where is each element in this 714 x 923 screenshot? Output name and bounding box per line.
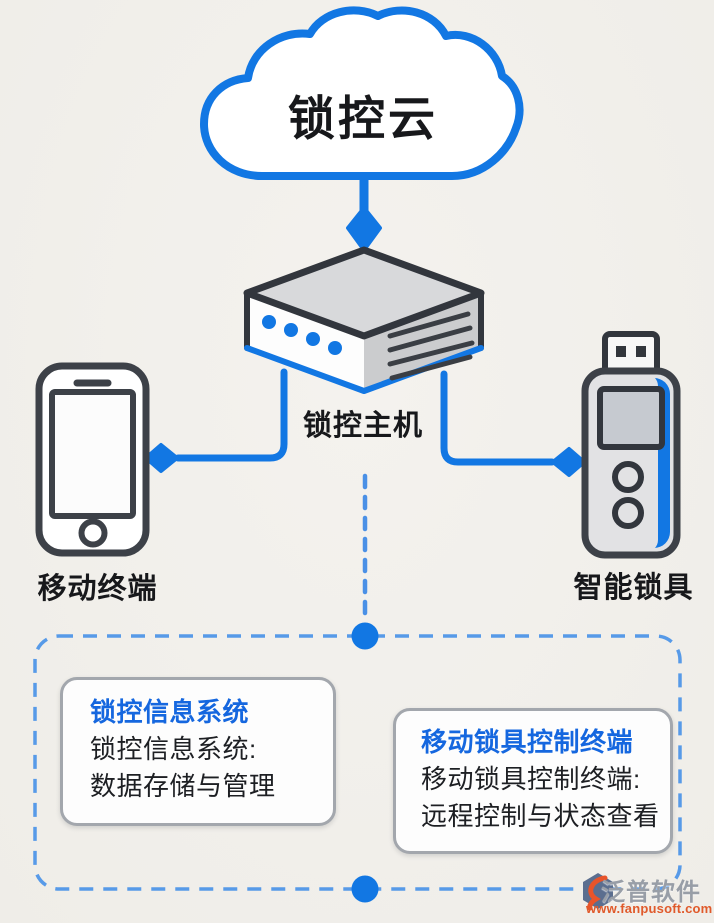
- control-terminal-card-title: 移动锁具控制终端: [421, 727, 634, 757]
- info-system-card: 锁控信息系统 锁控信息系统: 数据存储与管理: [60, 677, 336, 826]
- phone-home-button: [78, 518, 108, 548]
- host-led-dot: [306, 332, 320, 346]
- connection-line-left: [144, 368, 288, 473]
- host-led-dot: [262, 315, 276, 329]
- cloud-label: 锁控云: [288, 92, 438, 145]
- connection-line-right: [440, 370, 586, 477]
- node-dot-top: [351, 622, 379, 650]
- fanpu-logo-icon: [583, 873, 613, 911]
- usb-button-bottom: [612, 497, 644, 529]
- control-terminal-card-line2: 远程控制与状态查看: [421, 801, 660, 831]
- usb-lock-icon: [581, 331, 681, 559]
- host-led-dot: [328, 341, 342, 355]
- cloud-icon: [200, 6, 524, 180]
- host-vent-stripes: [387, 311, 475, 381]
- smart-lock-label: 智能锁具: [573, 572, 694, 604]
- arrow-left-icon: [144, 443, 179, 473]
- info-system-card-line2: 数据存储与管理: [90, 771, 276, 801]
- usb-button-top: [612, 461, 644, 493]
- info-system-card-title: 锁控信息系统: [90, 697, 250, 727]
- host-led-dot: [284, 323, 298, 337]
- usb-screen: [597, 386, 665, 450]
- control-terminal-card-line1: 移动锁具控制终端:: [421, 764, 641, 794]
- watermark-url: www.fanpusoft.com: [586, 901, 713, 916]
- watermark-brand-name: 泛普软件: [601, 879, 701, 906]
- smartphone-icon: [35, 362, 150, 557]
- node-dot-bottom: [351, 875, 379, 903]
- phone-screen: [49, 389, 136, 519]
- info-system-card-line1: 锁控信息系统:: [90, 734, 257, 764]
- host-label: 锁控主机: [302, 410, 423, 442]
- mobile-terminal-label: 移动终端: [37, 573, 158, 605]
- host-device-icon: [243, 246, 485, 394]
- control-terminal-card: 移动锁具控制终端 移动锁具控制终端: 远程控制与状态查看: [393, 708, 673, 854]
- arrow-down-icon: [346, 178, 382, 252]
- arrow-right-icon: [551, 447, 586, 477]
